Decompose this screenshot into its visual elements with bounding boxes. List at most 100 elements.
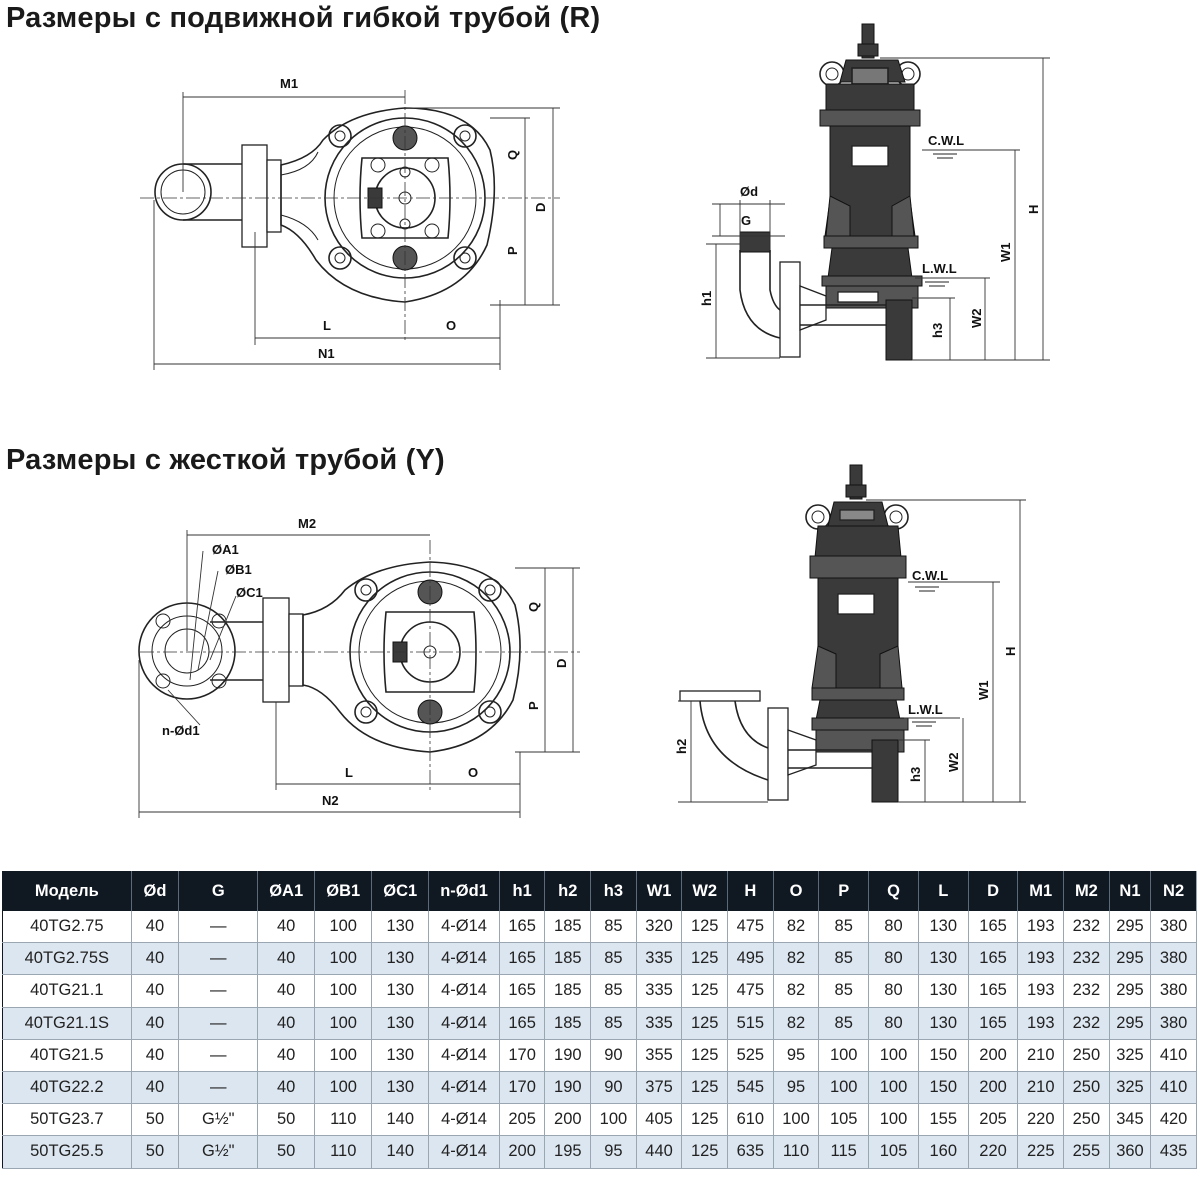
- top-view-rigid: M2 ØA1 ØB1 ØC1 n-Ød1 Q D P L O N2: [138, 516, 580, 818]
- table-cell: 210: [1017, 1039, 1064, 1072]
- label-c1: ØC1: [236, 585, 263, 600]
- top-view-flexible: M1 Q D P L O N1: [140, 76, 560, 370]
- table-cell: 380: [1150, 974, 1197, 1008]
- table-cell: 140: [371, 1103, 429, 1137]
- column-header: L: [917, 871, 969, 911]
- section-title-rigid: Размеры с жесткой трубой (Y): [6, 444, 445, 476]
- table-cell: 335: [635, 974, 682, 1008]
- table-cell: 495: [727, 942, 774, 976]
- table-cell: 95: [590, 1135, 637, 1169]
- label-g: G: [741, 213, 751, 228]
- table-cell: 80: [868, 1007, 919, 1040]
- table-cell: 200: [544, 1103, 591, 1137]
- table-cell: 40: [130, 911, 179, 944]
- table-cell: G½": [178, 1103, 258, 1137]
- column-header: H: [727, 871, 774, 911]
- table-cell: —: [178, 911, 258, 944]
- table-cell: 40: [257, 1071, 315, 1105]
- table-cell: G½": [178, 1135, 258, 1169]
- label-p-y: P: [526, 701, 541, 710]
- table-cell: 255: [1063, 1135, 1110, 1169]
- label-l: L: [323, 318, 331, 333]
- model-cell: 40TG21.1: [2, 974, 132, 1008]
- column-header: h2: [544, 871, 591, 911]
- table-cell: —: [178, 1007, 258, 1040]
- label-h2: h2: [674, 739, 689, 754]
- table-cell: 232: [1063, 911, 1110, 944]
- table-cell: 165: [967, 942, 1018, 976]
- label-h1: h1: [699, 291, 714, 306]
- table-cell: 220: [967, 1135, 1018, 1169]
- table-cell: 170: [498, 1039, 545, 1072]
- label-n2: N2: [322, 793, 339, 808]
- table-cell: 165: [498, 942, 545, 976]
- table-cell: 185: [544, 1007, 591, 1040]
- table-cell: 125: [681, 1039, 728, 1072]
- table-cell: 335: [635, 942, 682, 976]
- side-view-flexible: Ød G h1 C.W.L L.W.L H W1 W2 h3: [699, 23, 1050, 361]
- table-cell: 85: [590, 1007, 637, 1040]
- table-cell: 100: [590, 1103, 637, 1137]
- column-header: W2: [681, 871, 728, 911]
- table-cell: 185: [544, 942, 591, 976]
- table-cell: 335: [635, 1007, 682, 1040]
- column-header: Q: [868, 871, 919, 911]
- table-cell: 165: [498, 911, 545, 944]
- table-cell: 85: [818, 974, 869, 1008]
- label-w2-r: W2: [969, 309, 984, 329]
- table-cell: 82: [772, 911, 819, 944]
- table-cell: 90: [590, 1071, 637, 1105]
- table-cell: 200: [967, 1039, 1018, 1072]
- table-cell: 100: [314, 974, 372, 1008]
- table-cell: 125: [681, 1135, 728, 1169]
- label-a1: ØA1: [212, 542, 239, 557]
- model-cell: 40TG21.5: [2, 1039, 132, 1072]
- table-cell: 405: [635, 1103, 682, 1137]
- table-cell: 130: [917, 1007, 969, 1040]
- table-cell: 150: [917, 1071, 969, 1105]
- table-cell: 610: [727, 1103, 774, 1137]
- table-cell: 100: [314, 1071, 372, 1105]
- table-cell: 250: [1063, 1103, 1110, 1137]
- table-cell: 95: [772, 1039, 819, 1072]
- model-cell: 40TG2.75S: [2, 942, 132, 976]
- table-cell: 50: [130, 1103, 179, 1137]
- table-cell: 140: [371, 1135, 429, 1169]
- table-cell: 50: [257, 1103, 315, 1137]
- table-cell: 85: [818, 942, 869, 976]
- model-cell: 40TG21.1S: [2, 1007, 132, 1040]
- table-cell: 90: [590, 1039, 637, 1072]
- column-header: W1: [635, 871, 682, 911]
- table-cell: 200: [967, 1071, 1018, 1105]
- table-cell: 125: [681, 942, 728, 976]
- table-cell: 4-Ø14: [428, 942, 500, 976]
- table-cell: 130: [917, 911, 969, 944]
- label-m1: M1: [280, 76, 298, 91]
- table-cell: 130: [371, 911, 429, 944]
- label-q: Q: [505, 150, 520, 160]
- table-cell: 40: [257, 942, 315, 976]
- label-o: O: [446, 318, 456, 333]
- table-cell: 380: [1150, 942, 1197, 976]
- table-cell: 40: [130, 1007, 179, 1040]
- table-cell: 40: [130, 1071, 179, 1105]
- table-cell: 110: [314, 1135, 372, 1169]
- table-cell: 295: [1108, 911, 1151, 944]
- table-cell: 515: [727, 1007, 774, 1040]
- table-cell: 150: [917, 1039, 969, 1072]
- label-h-y: H: [1003, 647, 1018, 656]
- column-header: O: [772, 871, 819, 911]
- table-cell: 115: [818, 1135, 869, 1169]
- label-d: D: [533, 203, 548, 212]
- label-l-y: L: [345, 765, 353, 780]
- label-n1: N1: [318, 346, 335, 361]
- table-cell: 40: [130, 1039, 179, 1072]
- table-cell: 193: [1017, 942, 1064, 976]
- table-cell: 165: [967, 1007, 1018, 1040]
- table-cell: 130: [371, 974, 429, 1008]
- table-cell: 250: [1063, 1039, 1110, 1072]
- column-header: N1: [1108, 871, 1151, 911]
